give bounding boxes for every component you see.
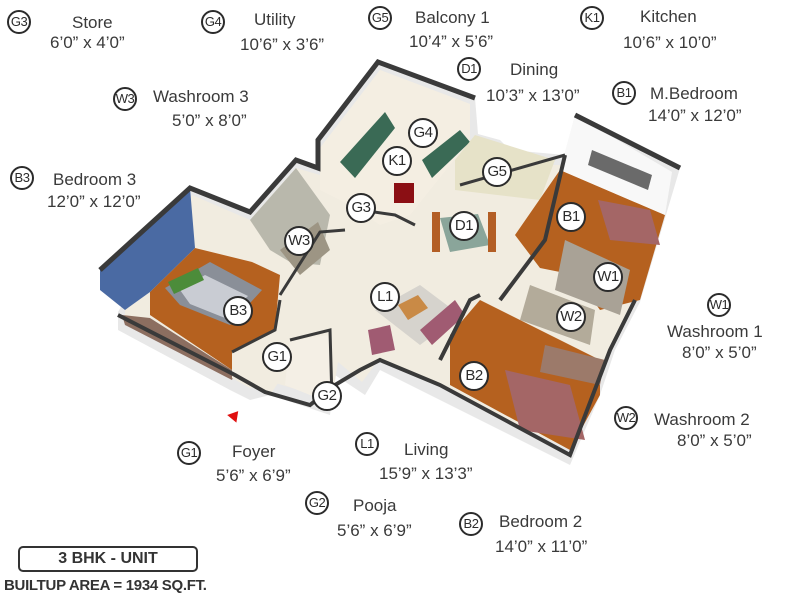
marker-d1[interactable]: D1: [449, 211, 479, 241]
legend-name-washroom1: Washroom 1: [667, 322, 763, 341]
legend-dims-living: 15’9” x 13’3”: [379, 464, 473, 483]
legend-name-pooja: Pooja: [353, 496, 397, 515]
marker-b1[interactable]: B1: [556, 202, 586, 232]
legend-badge-l1: L1: [355, 432, 379, 456]
legend-name-dining: Dining: [510, 60, 559, 79]
legend-badge-w2: W2: [614, 406, 638, 430]
legend-name-living: Living: [404, 440, 449, 459]
legend-dims-bedroom3: 12’0” x 12’0”: [47, 192, 141, 211]
legend-dims-utility: 10’6” x 3’6”: [240, 35, 325, 54]
legend-name-bedroom3: Bedroom 3: [53, 170, 137, 189]
marker-g1[interactable]: G1: [262, 342, 292, 372]
marker-w2[interactable]: W2: [556, 302, 586, 332]
legend-dims-store: 6’0” x 4’0”: [50, 33, 125, 52]
legend-badge-g1: G1: [177, 441, 201, 465]
legend-name-washroom3: Washroom 3: [153, 87, 249, 106]
legend-name-balcony: Balcony 1: [415, 8, 490, 27]
legend-badge-b1: B1: [612, 81, 636, 105]
legend-badge-w3: W3: [113, 87, 137, 111]
marker-b2[interactable]: B2: [459, 361, 489, 391]
legend-badge-g4: G4: [201, 10, 225, 34]
builtup-area-label: BUILTUP AREA = 1934 SQ.FT.: [4, 577, 207, 594]
legend-dims-bedroom2: 14’0” x 11’0”: [495, 537, 588, 556]
legend-badge-g2: G2: [305, 491, 329, 515]
legend-dims-washroom2: 8’0” x 5’0”: [677, 431, 752, 450]
legend-name-store: Store: [72, 13, 113, 32]
legend-dims-mbedroom: 14’0” x 12’0”: [648, 106, 742, 125]
legend-name-bedroom2: Bedroom 2: [499, 512, 583, 531]
marker-w1[interactable]: W1: [593, 262, 623, 292]
legend-dims-pooja: 5’6” x 6’9”: [337, 521, 412, 540]
legend-badge-b2: B2: [459, 512, 483, 536]
marker-g3[interactable]: G3: [346, 193, 376, 223]
legend-name-kitchen: Kitchen: [640, 7, 697, 26]
legend-name-washroom2: Washroom 2: [654, 410, 750, 429]
legend-dims-foyer: 5’6” x 6’9”: [216, 466, 291, 485]
legend-dims-balcony: 10’4” x 5’6”: [409, 32, 494, 51]
legend-name-foyer: Foyer: [232, 442, 276, 461]
legend-dims-dining: 10’3” x 13’0”: [486, 86, 580, 105]
legend-name-utility: Utility: [254, 10, 296, 29]
legend-badge-d1: D1: [457, 57, 481, 81]
legend-dims-washroom3: 5’0” x 8’0”: [172, 111, 247, 130]
marker-w3[interactable]: W3: [284, 226, 314, 256]
legend-badge-w1: W1: [707, 293, 731, 317]
legend-badge-g3: G3: [7, 10, 31, 34]
unit-type-label: 3 BHK - UNIT: [18, 546, 198, 572]
legend-name-mbedroom: M.Bedroom: [650, 84, 738, 103]
legend-dims-kitchen: 10’6” x 10’0”: [623, 33, 717, 52]
marker-g5[interactable]: G5: [482, 157, 512, 187]
legend-badge-k1: K1: [580, 6, 604, 30]
marker-g4[interactable]: G4: [408, 118, 438, 148]
marker-g2[interactable]: G2: [312, 381, 342, 411]
marker-b3[interactable]: B3: [223, 296, 253, 326]
legend-dims-washroom1: 8’0” x 5’0”: [682, 343, 757, 362]
marker-k1[interactable]: K1: [382, 146, 412, 176]
marker-l1[interactable]: L1: [370, 282, 400, 312]
legend-badge-b3: B3: [10, 166, 34, 190]
legend-badge-g5: G5: [368, 6, 392, 30]
